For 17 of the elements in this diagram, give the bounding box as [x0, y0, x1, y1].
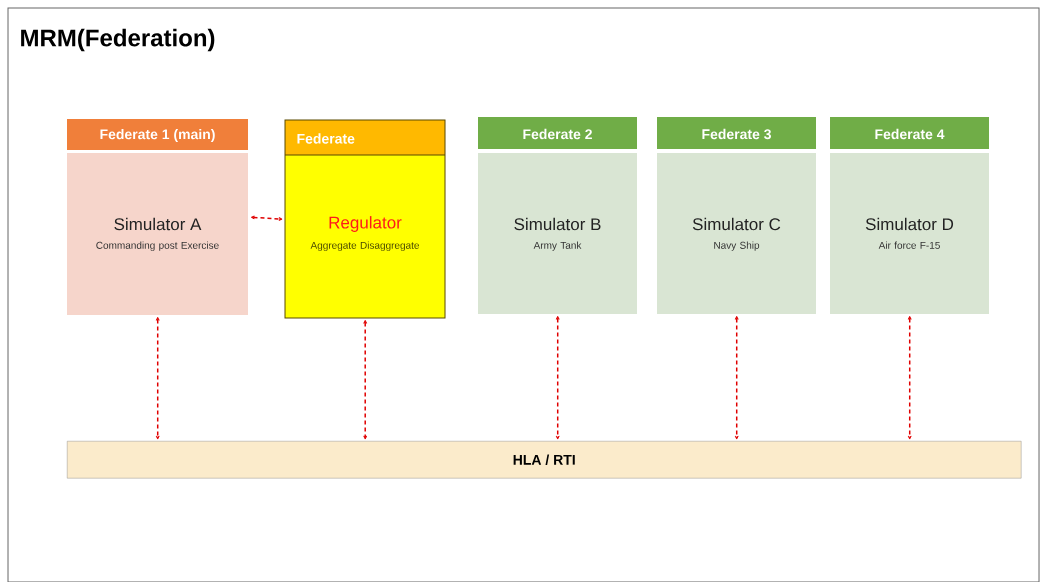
arrow	[155, 316, 160, 440]
federate-box: Federate 3 Simulator C Navy Ship	[657, 117, 816, 314]
node-label: Federate 1 (main)	[100, 128, 215, 143]
title: MRM(Federation)	[21, 28, 215, 52]
node-label: Federate 2	[523, 128, 592, 140]
arrow	[250, 215, 283, 221]
node-label: Federate 3	[702, 128, 771, 140]
arrow	[555, 315, 560, 440]
arrow	[363, 319, 368, 440]
federate-box: Federate 4 Simulator D Air force F-15	[830, 117, 989, 314]
rti-bar: HLA / RTI	[67, 441, 1022, 479]
federate-box: Federate 2 Simulator B Army Tank	[478, 117, 637, 314]
arrow	[907, 315, 912, 440]
federate-box: Federate Regulator Aggregate Disaggregate	[284, 119, 446, 319]
federate-box: Federate 1 (main) Simulator A Commanding post Exercise	[67, 119, 248, 315]
arrow	[734, 315, 739, 440]
node-label: Federate 4	[875, 128, 945, 140]
